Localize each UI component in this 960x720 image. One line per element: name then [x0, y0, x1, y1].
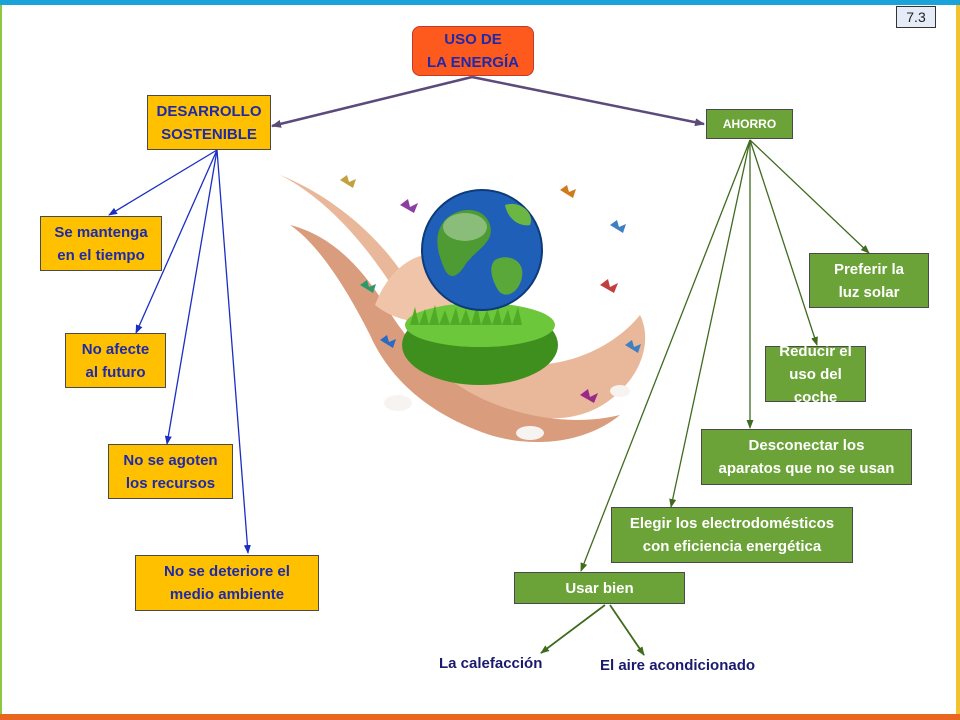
left-child-2: No afecte al futuro: [65, 333, 166, 388]
aire-acondicionado-label: El aire acondicionado: [600, 657, 756, 674]
desarrollo-sostenible-node: DESARROLLO SOSTENIBLE: [147, 95, 271, 150]
left-child-1: Se mantenga en el tiempo: [40, 216, 162, 271]
top-accent-bar: [0, 0, 960, 5]
left-accent-bar: [0, 5, 2, 714]
right-accent-bar: [956, 5, 960, 714]
grass-icon: [402, 303, 558, 385]
usar-bien-arrows: [540, 604, 645, 656]
root-arrows: [271, 75, 705, 128]
bottom-accent-bar: [0, 714, 960, 720]
hands-earth-illustration: [280, 175, 646, 443]
right-child-2: Reducir el uso del coche: [765, 343, 866, 406]
left-child-4: No se deteriore el medio ambiente: [135, 555, 319, 611]
root-node: USO DE LA ENERGÍA: [412, 26, 534, 76]
earth-globe-icon: [421, 189, 543, 311]
slide-number: 7.3: [896, 6, 936, 28]
right-child-3: Desconectar los aparatos que no se usan: [701, 429, 912, 485]
butterflies-icon: [340, 175, 641, 403]
usar-bien-node: Usar bien: [514, 572, 685, 604]
ahorro-node: AHORRO: [706, 109, 793, 139]
right-arrows: [580, 139, 870, 572]
calefaccion-label: La calefacción: [439, 655, 543, 672]
left-child-3: No se agoten los recursos: [108, 444, 233, 499]
left-arrows: [108, 149, 251, 554]
right-child-4: Elegir los electrodomésticos con eficien…: [611, 507, 853, 563]
right-child-1: Preferir la luz solar: [809, 253, 929, 308]
